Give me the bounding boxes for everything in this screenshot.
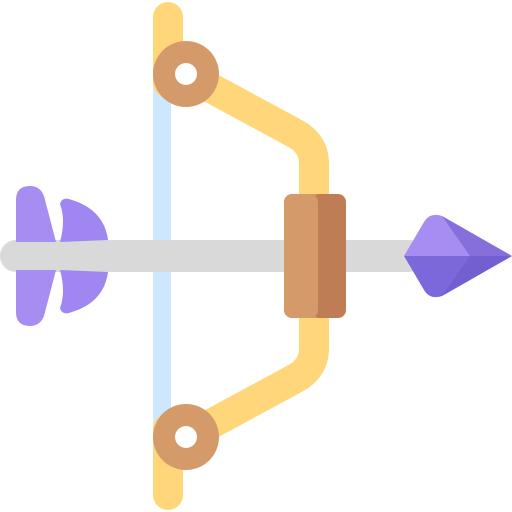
- bow-grip-front-overlay: [284, 194, 318, 318]
- arrowhead-edge: [442, 216, 512, 296]
- arrow-fletching-right-bottom: [60, 270, 108, 314]
- arrow-fletching-left-bottom: [16, 270, 56, 326]
- bow-grip-side: [312, 194, 346, 318]
- arrow-fletching-left: [16, 186, 56, 242]
- bow-nock-bottom-hole: [175, 426, 197, 448]
- bow-nock-top-hole: [175, 63, 197, 85]
- arrow-shaft: [0, 240, 425, 272]
- arrow-fletching-right: [60, 198, 108, 242]
